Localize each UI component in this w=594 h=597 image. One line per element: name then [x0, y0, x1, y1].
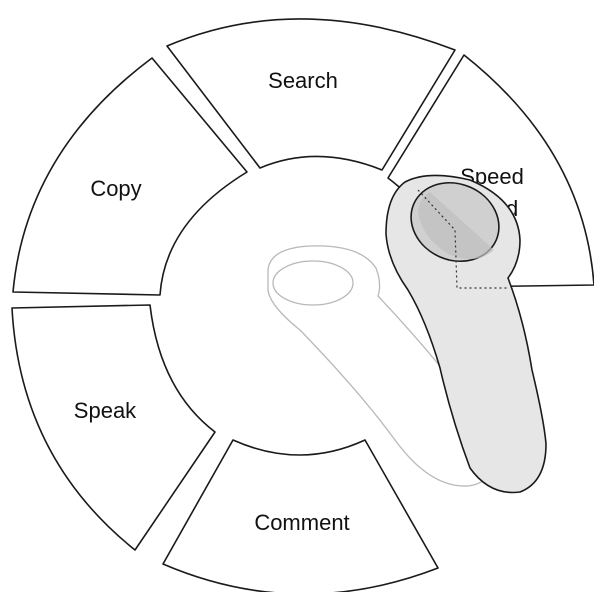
menu-segment-speak-shape	[12, 305, 215, 550]
menu-segment-comment[interactable]: Comment	[163, 440, 438, 592]
menu-label-comment: Comment	[254, 510, 349, 535]
menu-label-speak: Speak	[74, 398, 137, 423]
menu-label-search: Search	[268, 68, 338, 93]
menu-label-copy: Copy	[90, 176, 141, 201]
menu-segment-speak[interactable]: Speak	[12, 305, 215, 550]
